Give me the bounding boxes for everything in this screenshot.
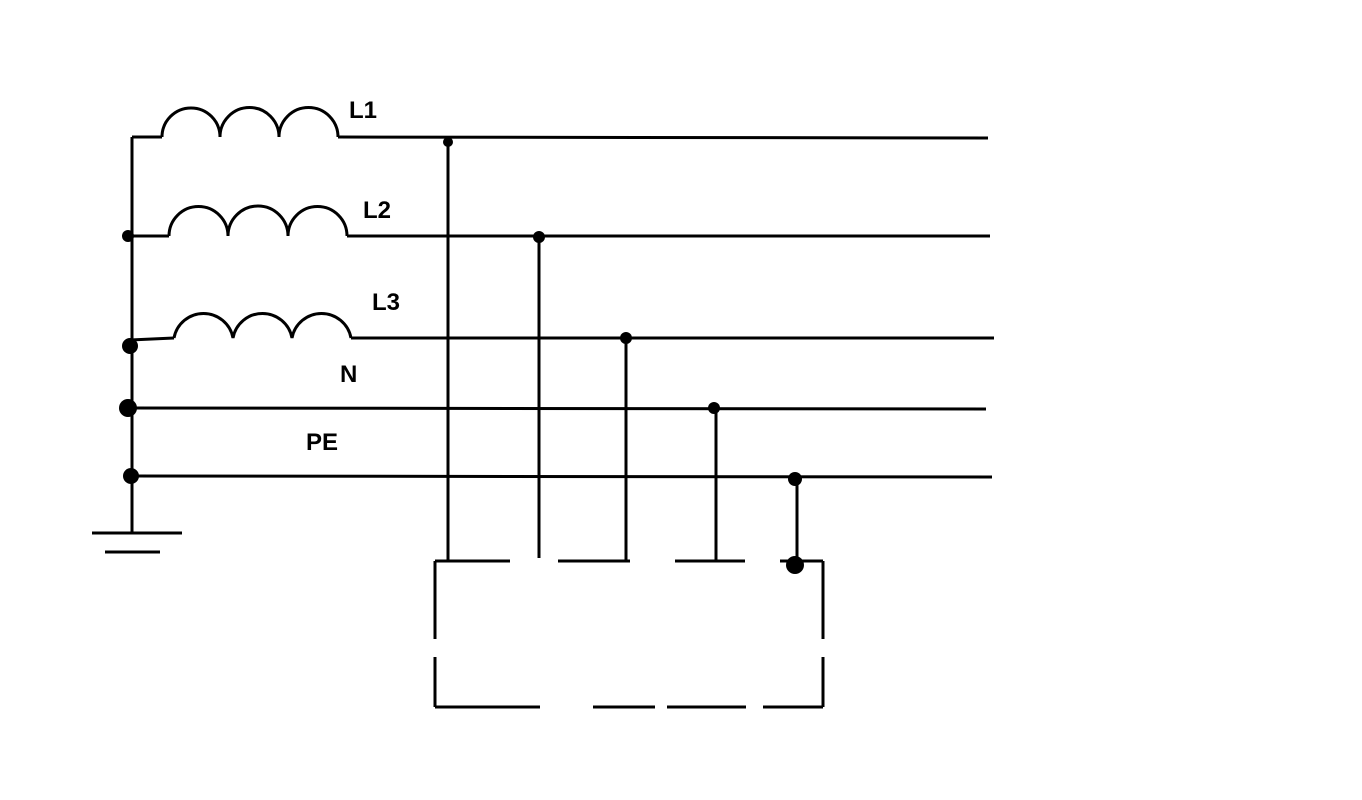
label-l2: L2 [363,197,391,224]
label-l1: L1 [349,97,377,124]
coil-l2 [167,204,349,237]
phase-l1-line [132,106,989,140]
junction-l2 [533,231,545,243]
label-pe: PE [306,429,338,456]
junction-pe [788,472,802,486]
label-n: N [340,361,357,388]
phase-l3-line [129,312,994,342]
pe-line [129,474,993,479]
coil-l1 [160,106,340,138]
junction-dots [119,137,804,574]
junction-bus-n [119,399,137,417]
neutral-line [127,406,987,411]
junction-bus-l2 [122,230,134,242]
junction-n [708,402,720,414]
ground-symbol [92,531,182,554]
junction-bus-pe [123,468,139,484]
coil-l3 [172,312,353,339]
junction-l1 [443,137,453,147]
junction-l3 [620,332,632,344]
label-l3: L3 [372,289,400,316]
junction-bus-l3 [122,338,138,354]
junction-load-pe [786,556,804,574]
phase-l2-line [128,204,990,238]
load-enclosure [433,559,825,709]
